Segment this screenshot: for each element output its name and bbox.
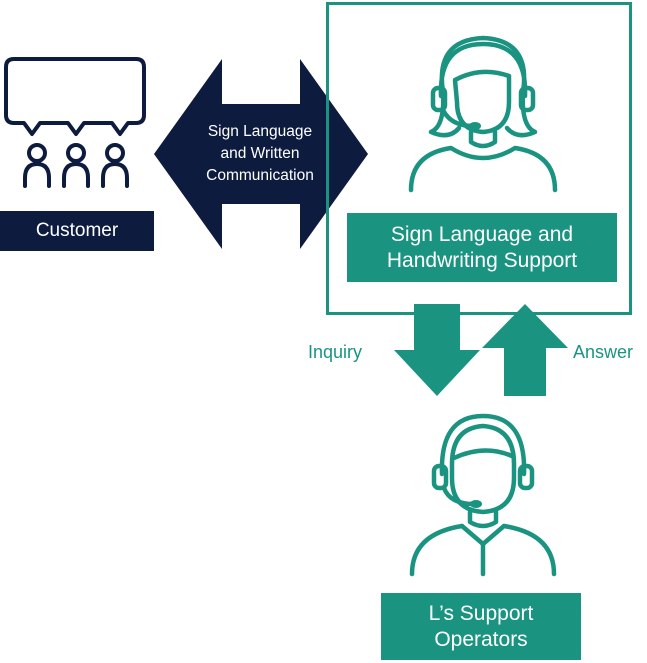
headset-agent-female-icon [408,35,558,193]
inquiry-answer-arrows [394,304,568,396]
operators-label-line: Operators [434,627,528,651]
support-label-line: Sign Language and [390,222,574,246]
double-arrow-text: Sign Language and Written Communication [178,121,342,187]
double-arrow-line: Sign Language [207,123,313,140]
customer-group-speech-icon [4,57,146,188]
double-arrow-line: Communication [206,167,314,184]
customer-label: Customer [0,211,154,251]
operators-label-line: L’s Support [428,601,534,625]
answer-label: Answer [573,342,634,362]
operators-label: L’s Support Operators [381,593,581,660]
double-arrow-icon [154,59,368,249]
down-arrow-icon [394,304,480,396]
support-box [326,2,632,315]
support-label: Sign Language and Handwriting Support [347,213,617,282]
up-arrow-icon [482,304,568,396]
double-arrow-line: and Written [220,145,300,162]
headset-agent-male-icon [409,413,557,577]
inquiry-label: Inquiry [308,342,363,362]
support-label-line: Handwriting Support [386,248,578,272]
